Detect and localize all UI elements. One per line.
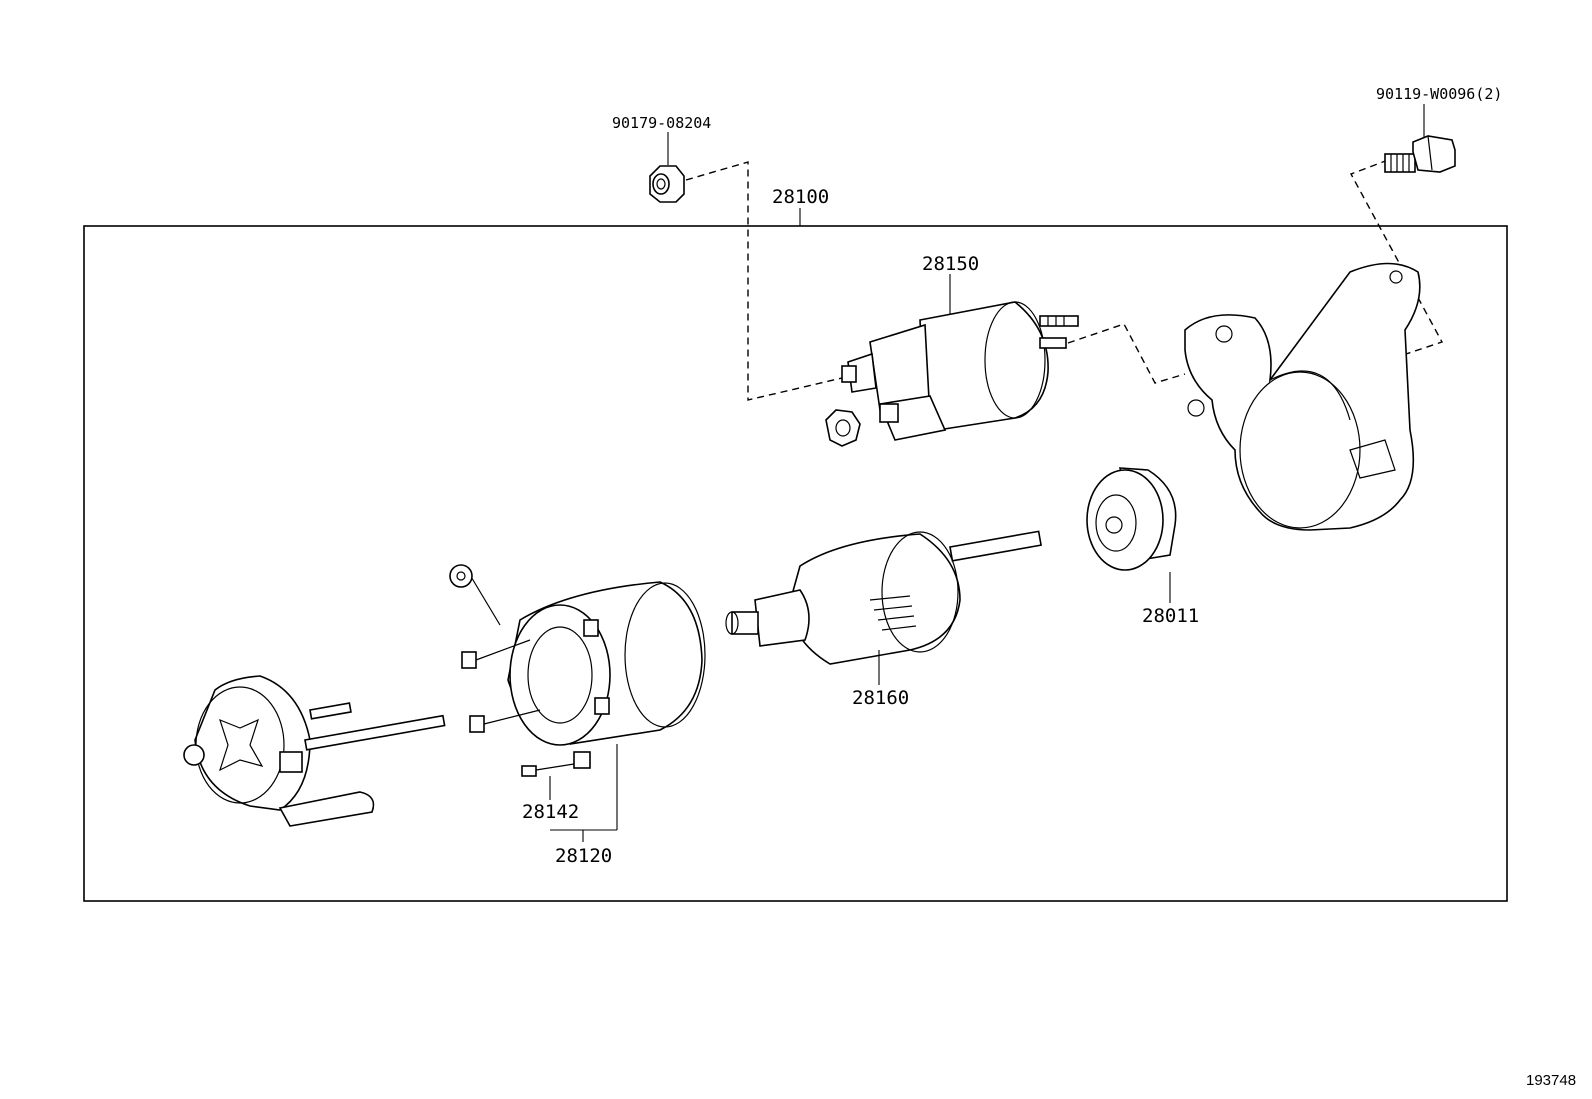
label-armature: 28160 <box>852 687 909 709</box>
nut-part <box>649 132 685 203</box>
label-nut-top: 90179-08204 <box>612 114 711 132</box>
end-frame-part <box>183 675 446 827</box>
label-bolt-top: 90119-W0096(2) <box>1376 85 1502 103</box>
starter-clutch-part <box>1086 467 1177 603</box>
armature-part <box>725 530 1042 685</box>
bolt-dashed-leader <box>1350 159 1444 357</box>
nut-dashed-leader <box>685 161 843 401</box>
assembly-frame <box>83 225 1508 902</box>
brush-part <box>521 751 591 800</box>
bolt-part <box>1384 104 1456 173</box>
drive-housing-part <box>1184 262 1421 531</box>
yoke-part <box>449 564 706 830</box>
label-assembly: 28100 <box>772 186 829 208</box>
solenoid-part <box>825 274 1079 447</box>
label-brush: 28142 <box>522 801 579 823</box>
label-yoke: 28120 <box>555 845 612 867</box>
label-clutch: 28011 <box>1142 605 1199 627</box>
label-solenoid: 28150 <box>922 253 979 275</box>
figure-reference-number: 193748 <box>1526 1072 1576 1089</box>
solenoid-housing-dashed-leader <box>1067 323 1186 384</box>
